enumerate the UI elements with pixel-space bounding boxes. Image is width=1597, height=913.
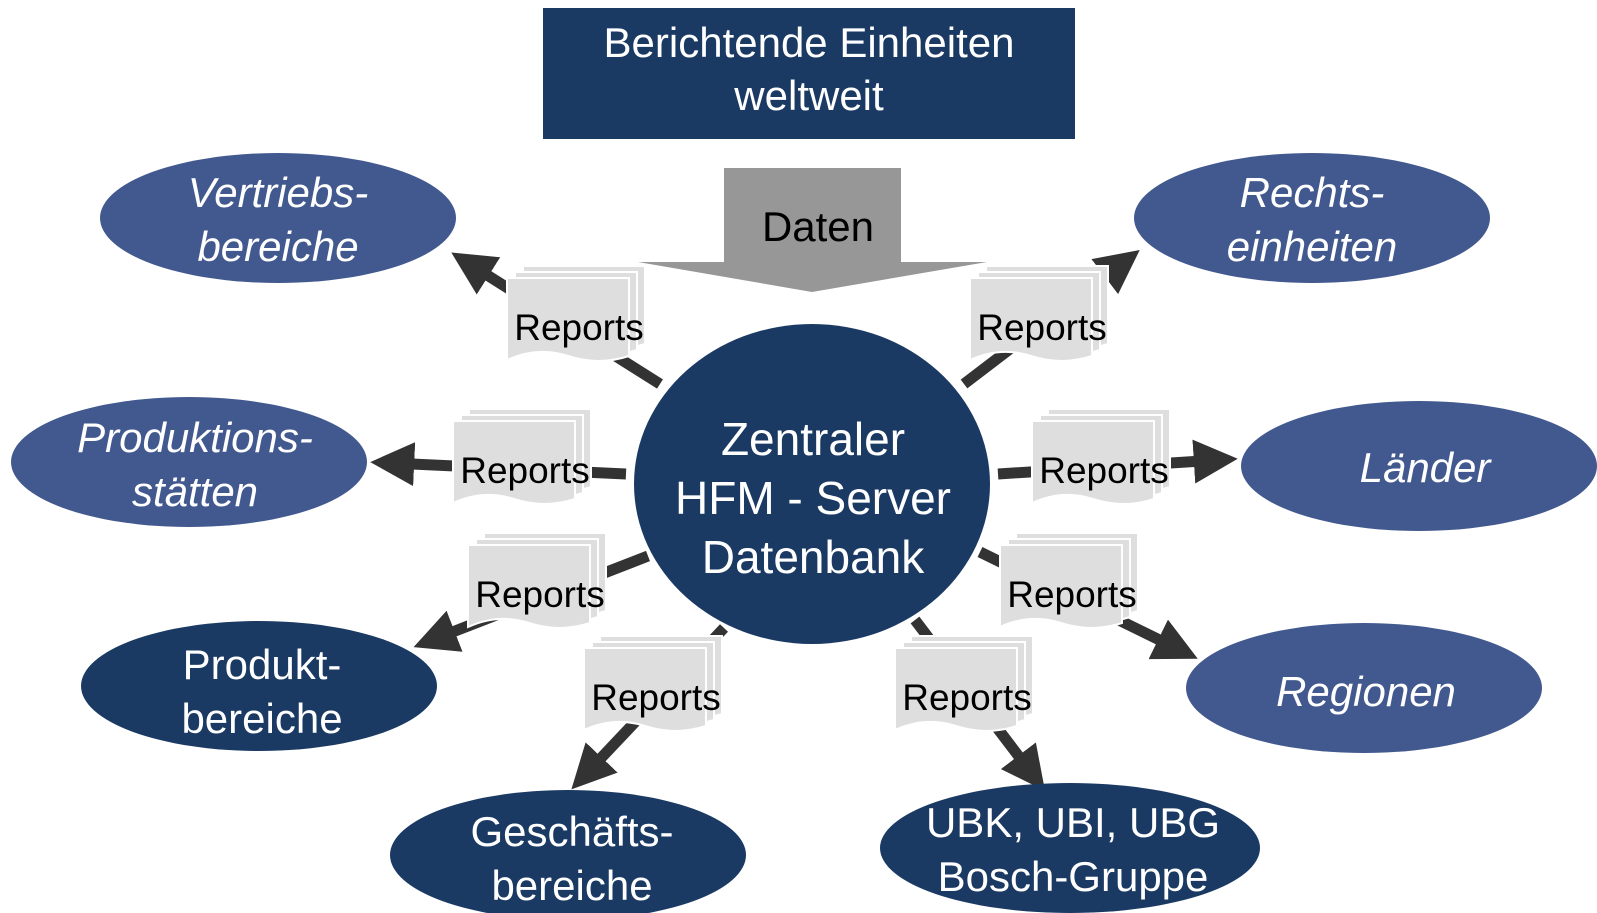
unit-laender: Länder: [1241, 401, 1597, 531]
central-server: Zentraler HFM - Server Datenbank: [634, 324, 990, 644]
label-line2: bereiche: [491, 862, 652, 909]
report-label: Reports: [591, 677, 721, 718]
down-arrow-shape: [638, 168, 987, 292]
header-title-line2: weltweit: [733, 72, 884, 119]
report-label: Reports: [977, 307, 1107, 348]
report-page: [452, 420, 576, 505]
unit-produktbereiche: Produkt- bereiche: [81, 621, 437, 751]
central-server-line2: HFM - Server: [675, 472, 951, 524]
report-page: [506, 277, 630, 362]
report-page: [467, 544, 591, 629]
label-line1: Vertriebs-: [188, 169, 369, 216]
ellipse-regionen: [1186, 623, 1542, 753]
reports-vertriebsbereiche: Reports: [506, 265, 646, 362]
ellipse-rechtseinheiten: [1134, 153, 1490, 283]
reports-regionen: Reports: [999, 532, 1139, 629]
report-page: [1031, 420, 1155, 505]
label-line2: bereiche: [197, 223, 358, 270]
label-line2: stätten: [132, 468, 258, 515]
ellipse-bosch-gruppe: [880, 783, 1260, 913]
label-line2: bereiche: [181, 695, 342, 742]
report-page: [583, 647, 707, 732]
header-title-line1: Berichtende Einheiten: [604, 19, 1015, 66]
input-arrow-label: Daten: [762, 203, 874, 250]
unit-regionen: Regionen: [1186, 623, 1542, 753]
central-server-line3: Datenbank: [702, 531, 925, 583]
header-box: Berichtende Einheiten weltweit: [543, 8, 1075, 139]
report-label: Reports: [902, 677, 1032, 718]
label-line1: Regionen: [1276, 668, 1456, 715]
label-line1: Produktions-: [77, 414, 313, 461]
report-label: Reports: [1039, 450, 1169, 491]
unit-bosch-gruppe: UBK, UBI, UBG Bosch-Gruppe: [880, 783, 1260, 913]
report-label: Reports: [460, 450, 590, 491]
report-label: Reports: [1007, 574, 1137, 615]
unit-geschaeftsbereiche: Geschäfts- bereiche: [390, 790, 746, 913]
reports-laender: Reports: [1031, 408, 1171, 505]
reports-bosch-gruppe: Reports: [894, 635, 1034, 732]
ellipse-geschaeftsbereiche: [390, 790, 746, 913]
label-line1: Geschäfts-: [470, 808, 673, 855]
label-line1: Rechts-: [1240, 169, 1385, 216]
unit-vertriebsbereiche: Vertriebs- bereiche: [100, 153, 456, 283]
header-background: [543, 8, 1075, 139]
reports-rechtseinheiten: Reports: [969, 265, 1109, 362]
central-server-circle: [634, 324, 990, 644]
reports-produktionsstaetten: Reports: [452, 408, 592, 505]
label-line1: Länder: [1360, 444, 1493, 491]
ellipse-produktionsstaetten: [11, 397, 367, 527]
ellipse-vertriebsbereiche: [100, 153, 456, 283]
unit-produktionsstaetten: Produktions- stätten: [11, 397, 367, 527]
label-line2: Bosch-Gruppe: [938, 853, 1209, 900]
report-page: [969, 277, 1093, 362]
label-line2: einheiten: [1227, 223, 1397, 270]
central-server-line1: Zentraler: [721, 413, 905, 465]
ellipse-produktbereiche: [81, 621, 437, 751]
reports-geschaeftsbereiche: Reports: [583, 635, 723, 732]
label-line1: Produkt-: [183, 641, 342, 688]
unit-rechtseinheiten: Rechts- einheiten: [1134, 153, 1490, 283]
ellipse-laender: [1241, 401, 1597, 531]
report-label: Reports: [475, 574, 605, 615]
report-page: [999, 544, 1123, 629]
report-label: Reports: [514, 307, 644, 348]
reports-produktbereiche: Reports: [467, 532, 607, 629]
label-line1: UBK, UBI, UBG: [926, 799, 1220, 846]
report-page: [894, 647, 1018, 732]
input-arrow: Daten: [638, 168, 987, 292]
